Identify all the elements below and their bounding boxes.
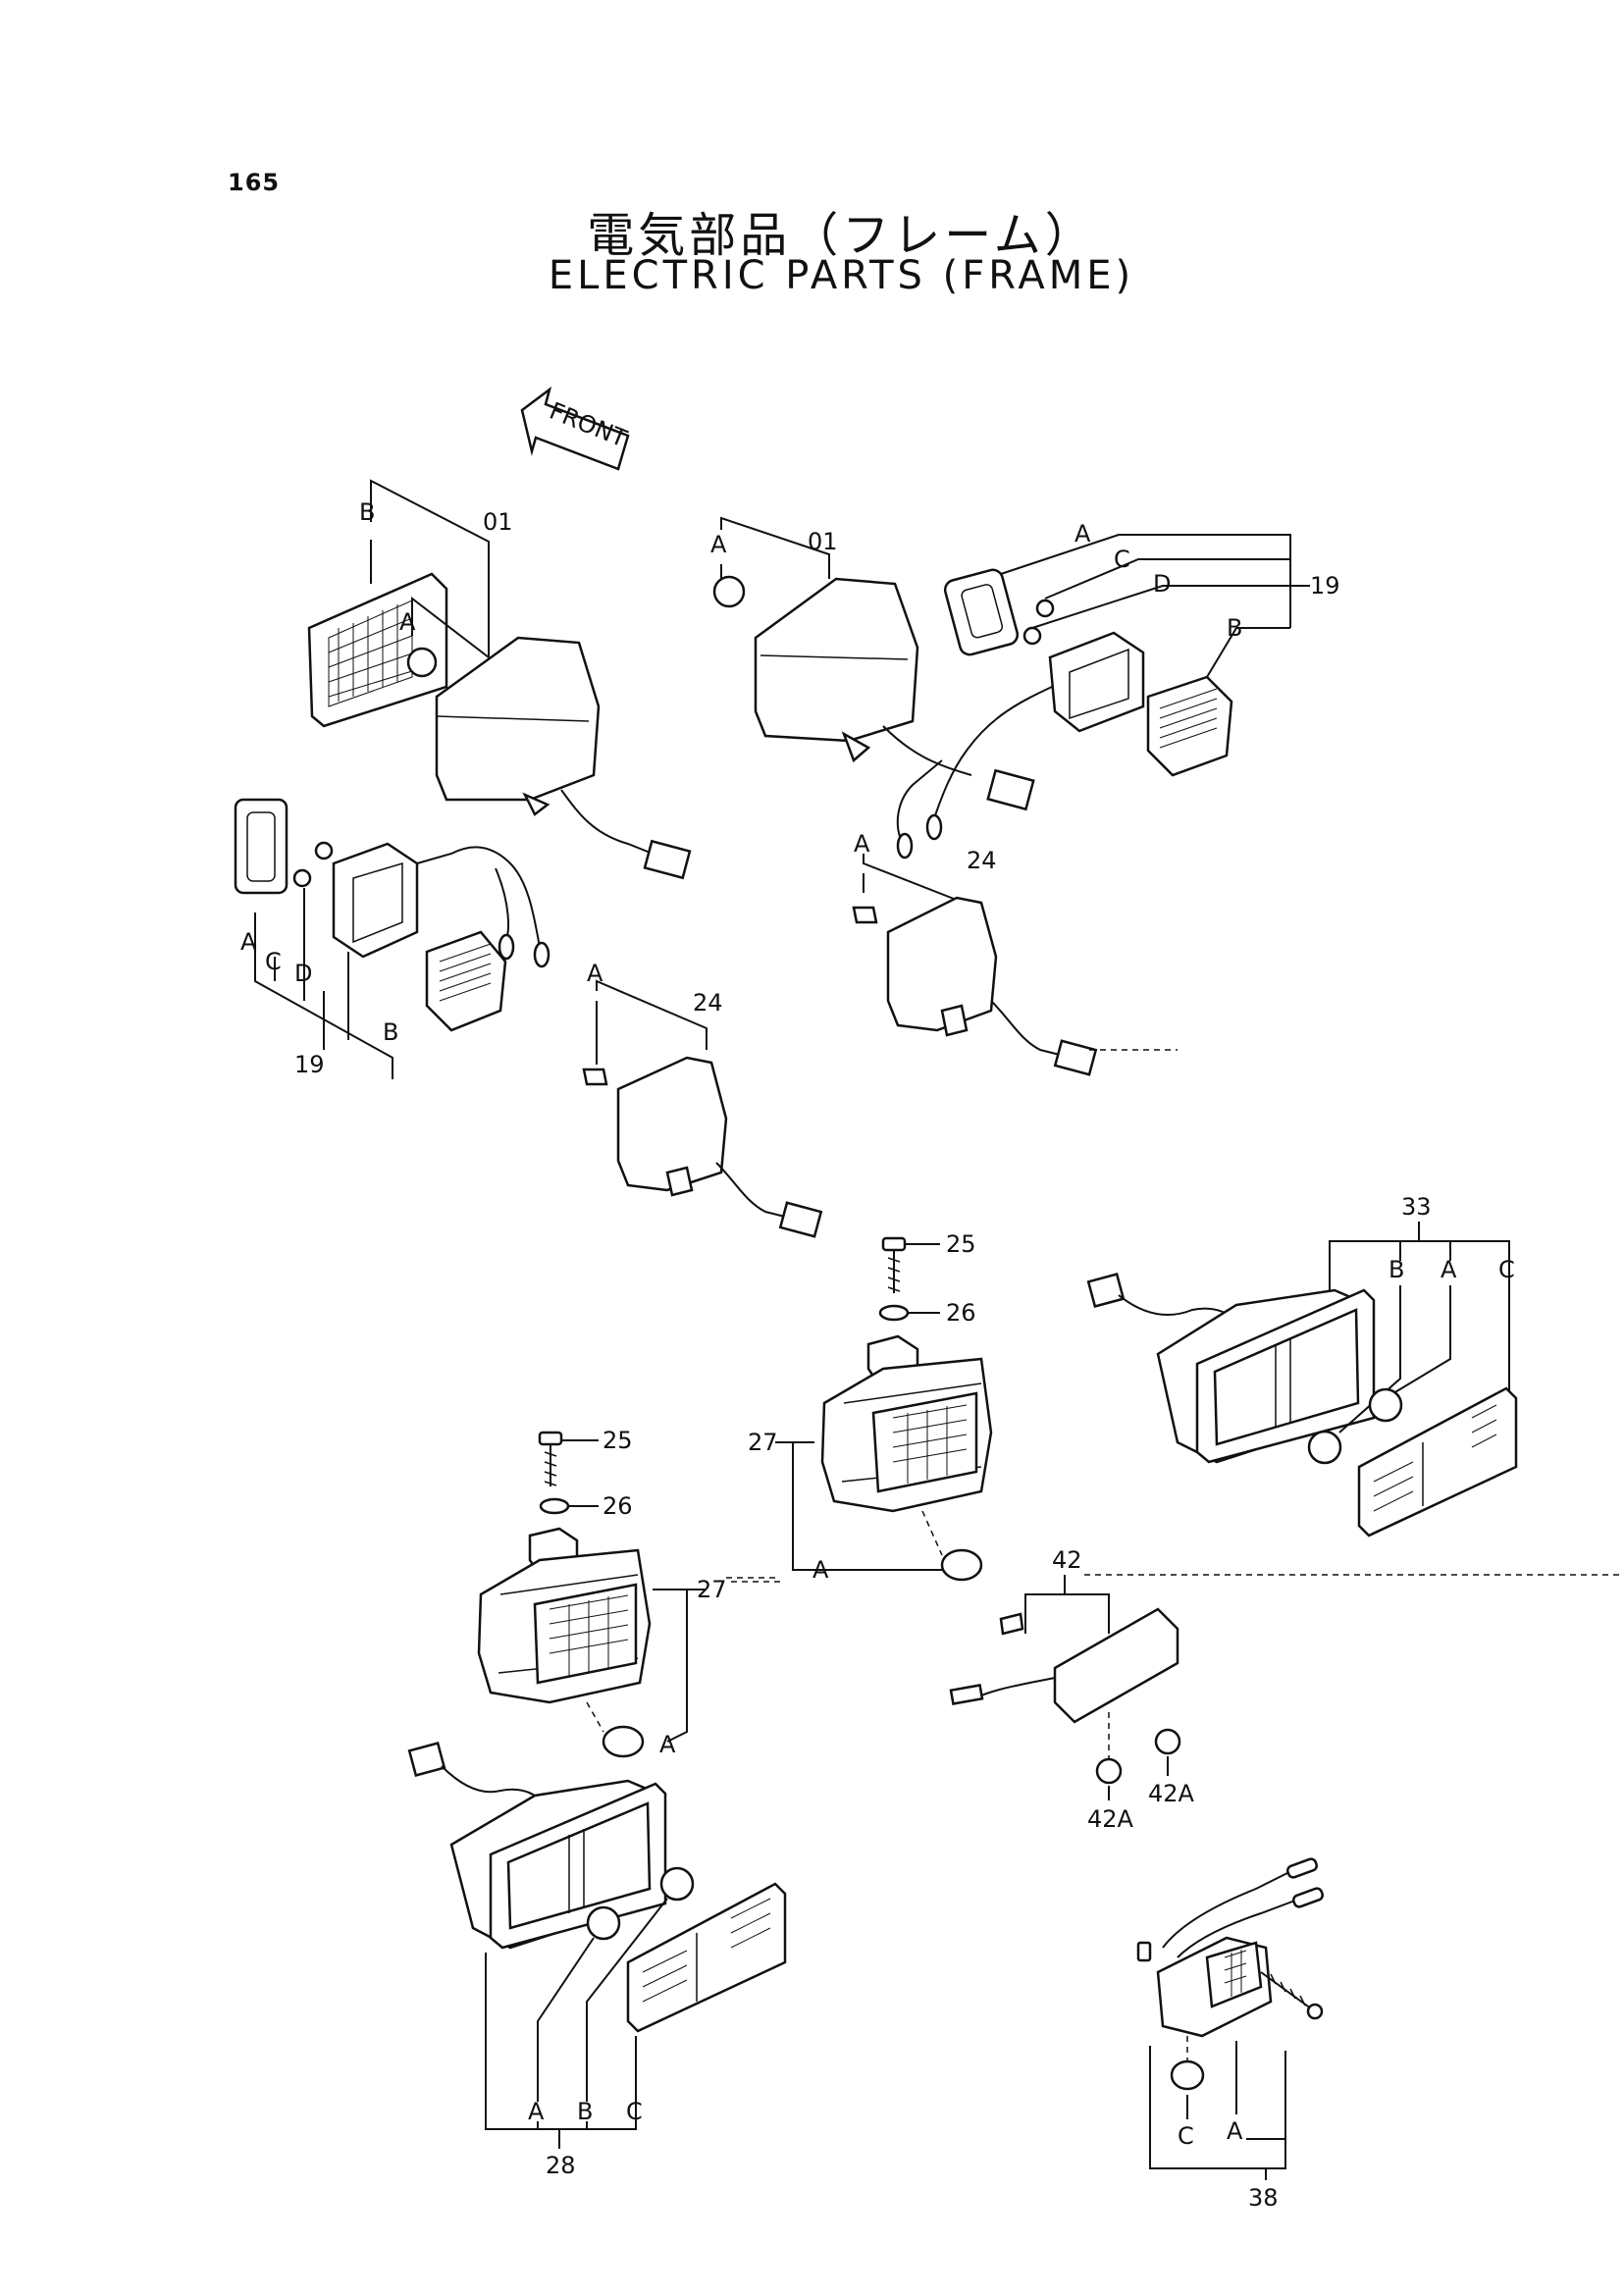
page-title-japanese: 電気部品（フレーム） xyxy=(587,208,1096,263)
subpart-a-label: A xyxy=(1227,2117,1243,2145)
subpart-b-label: B xyxy=(1227,614,1242,642)
callout-42a-right: 42A xyxy=(1148,1780,1195,1807)
callout-01-right: 01 xyxy=(808,528,838,555)
subpart-d-label: D xyxy=(1153,570,1171,598)
subpart-a-label: A xyxy=(399,608,416,636)
callout-24-left: 24 xyxy=(693,989,723,1017)
work-lamp-27-lower: 25 26 27 A xyxy=(477,1427,775,1758)
subpart-b-label: B xyxy=(383,1018,398,1046)
turn-signal-left-19: A C D B 19 xyxy=(234,798,550,1079)
callout-25-right: 25 xyxy=(946,1230,976,1258)
subpart-c-label: C xyxy=(626,2098,643,2125)
subpart-a-label: A xyxy=(1074,520,1091,547)
rear-light-24-right: A 24 xyxy=(852,830,1178,1076)
callout-42: 42 xyxy=(1052,1546,1082,1574)
work-light-right-01: 01 A xyxy=(710,516,1035,860)
callout-19-left: 19 xyxy=(294,1051,325,1078)
subpart-c-label: C xyxy=(1178,2122,1194,2150)
front-direction-arrow: FRONT xyxy=(520,386,631,471)
subpart-b-label: B xyxy=(1388,1256,1404,1283)
callout-26-left: 26 xyxy=(602,1492,633,1520)
subpart-a-label: A xyxy=(528,2098,545,2125)
subpart-a-label: A xyxy=(854,830,870,858)
callout-42a-left: 42A xyxy=(1087,1805,1134,1833)
subpart-a-label: A xyxy=(710,531,727,558)
callout-19-right: 19 xyxy=(1310,572,1340,600)
subpart-c-label: C xyxy=(265,948,282,975)
subpart-c-label: C xyxy=(1114,546,1130,573)
page-title-english: ELECTRIC PARTS (FRAME) xyxy=(548,253,1135,298)
combination-lamp-33: 33 B A C xyxy=(1086,1193,1518,1538)
subpart-b-label: B xyxy=(577,2098,593,2125)
subpart-a-label: A xyxy=(240,928,257,956)
work-lamp-27-upper: 25 26 27 A xyxy=(731,1230,993,1584)
subpart-a-label: A xyxy=(1441,1256,1457,1283)
callout-25-left: 25 xyxy=(602,1427,633,1454)
subpart-b-label: B xyxy=(359,498,375,526)
subpart-a-label: A xyxy=(659,1731,676,1758)
callout-33: 33 xyxy=(1401,1193,1432,1221)
callout-26-right: 26 xyxy=(946,1299,976,1327)
page-number: 165 xyxy=(228,169,281,196)
callout-27-right: 27 xyxy=(748,1429,778,1456)
callout-24-right: 24 xyxy=(967,847,997,874)
callout-28: 28 xyxy=(546,2152,576,2179)
subpart-d-label: D xyxy=(294,960,312,987)
callout-38: 38 xyxy=(1248,2184,1279,2212)
callout-27-left: 27 xyxy=(697,1576,727,1603)
rear-light-24-left: A 24 xyxy=(582,960,823,1238)
marker-lamp-38: A C 38 xyxy=(1136,1857,1324,2212)
combination-lamp-28: A B C 28 xyxy=(407,1742,787,2179)
work-light-left-01: 01 B A xyxy=(307,479,692,880)
subpart-a-label: A xyxy=(812,1556,829,1584)
subpart-a-label: A xyxy=(587,960,603,987)
license-lamp-42: 42 42A 42A xyxy=(949,1546,1619,1833)
callout-01-left: 01 xyxy=(483,508,513,536)
subpart-c-label: C xyxy=(1498,1256,1515,1283)
turn-signal-right-19: A C D B 19 xyxy=(925,520,1340,841)
